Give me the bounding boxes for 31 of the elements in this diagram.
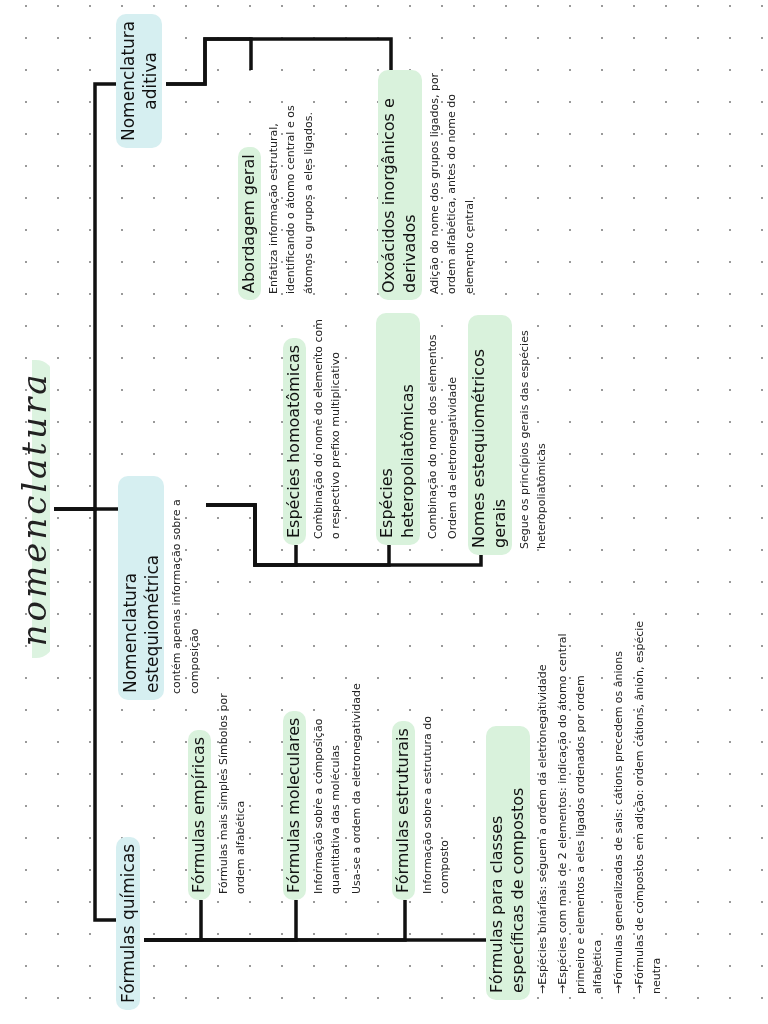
topic-heading: Espécies homoatômicas [283,337,306,545]
note-text: Informação sobre a estrutura do composto [419,715,453,894]
note-text: →Espécies binárias: seguem a ordem da eletronegatividade [534,664,550,994]
note-text: Ordem da eletronegatividade [445,377,461,539]
topic-heading: Abordagem geral [238,147,261,300]
note-text: Adição do nome dos grupos ligados, por ordem alfabética, antes do nome do elemento central [426,71,477,294]
note-text: Informação sobre a composição quantitativa das moléculas [310,717,344,894]
topic-heading: Oxoácidos inorgânicos e derivados [378,70,422,300]
connector-line [54,82,116,511]
topic-heading: Espécies heteropoliatômicas [376,313,420,545]
note-text: Segue os princípios gerais das espécies heteropoliatômicas [516,329,550,549]
topic-heading: Fórmulas estruturais [392,721,415,900]
connector-line [206,503,483,567]
note-text: →Fórmulas generalizadas de sais: cátions precedem os ânions [610,651,626,994]
topic-heading: Fórmulas moleculares [283,710,306,900]
topic-heading: Fórmulas empíricas [188,729,211,900]
note-text: Combinação do nome do elemento com o respectivo prefixo multiplicativo [310,317,344,539]
note-text: Enfatiza informação estrutural, identificando o átomo central e os átomos ou grupos a eles ligados. [265,104,316,294]
topic-heading: Nomes estequiométricos gerais [468,315,512,555]
branch-heading: Nomenclatura aditiva [116,13,163,148]
branch-heading: Nomenclatura estequiométrica [118,476,165,700]
topic-heading: Fórmulas para classes específicas de compostos [486,726,530,1000]
connector-line [144,938,486,942]
note-text: →Fórmulas de compostos em adição: ordem cátions, ânion, espécie neutra [631,620,665,994]
note-text: Combinação do nome dos elementos [424,334,440,539]
note-text: Usa-se a ordem da eletronegatividade [349,683,364,894]
branch-heading: Fórmulas químicas [116,836,141,1010]
connector-line [166,37,393,86]
note-text: →Espécies com mais de 2 elementos: indicação do átomo central primeiro e elementos a eles ligados ordenados por ordem alfabética [555,632,606,994]
note-text: Fórmulas mais simples Símbolos por ordem alfabética [215,692,249,894]
note-text: contém apenas informação sobre a composição [169,498,202,694]
